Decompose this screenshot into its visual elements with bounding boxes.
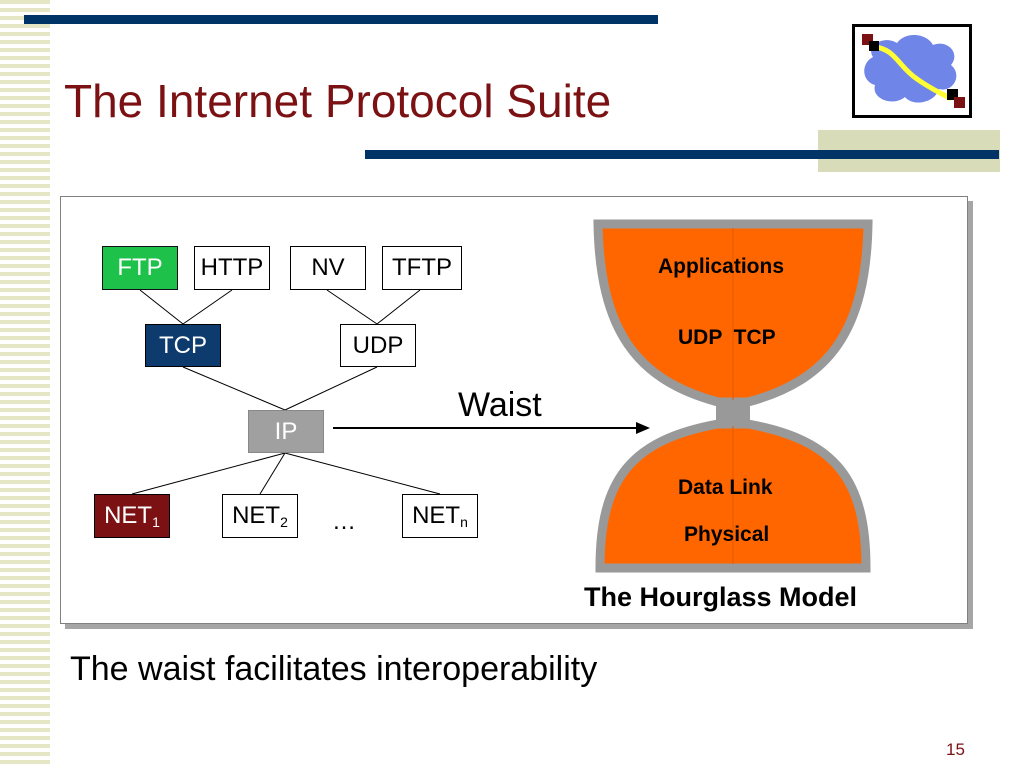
top-accent-bar bbox=[24, 15, 658, 24]
netn-subscript: n bbox=[460, 514, 468, 530]
net1-label: NET bbox=[104, 502, 153, 529]
hourglass-physical: Physical bbox=[684, 523, 770, 546]
net2-label: NET bbox=[232, 502, 281, 529]
page-number: 15 bbox=[946, 740, 965, 759]
waist-label: Waist bbox=[458, 386, 542, 424]
udp-box: UDP bbox=[340, 324, 416, 367]
network-cloud-logo bbox=[852, 24, 972, 118]
slide-title: The Internet Protocol Suite bbox=[64, 75, 612, 127]
nv-box: NV bbox=[290, 246, 366, 290]
netn-label: NET bbox=[412, 502, 461, 529]
net-ellipsis: … bbox=[332, 508, 356, 535]
ip-box: IP bbox=[248, 410, 324, 453]
bullet-text: The waist facilitates interoperability bbox=[70, 650, 598, 688]
decorative-stripes bbox=[0, 0, 50, 768]
hourglass-data-link: Data Link bbox=[678, 476, 773, 499]
tcp-box: TCP bbox=[145, 324, 221, 367]
net1-subscript: 1 bbox=[152, 514, 160, 530]
net2-subscript: 2 bbox=[280, 514, 288, 530]
hourglass-applications: Applications bbox=[658, 255, 785, 278]
tftp-box: TFTP bbox=[382, 246, 462, 290]
hourglass-udp-tcp: UDP TCP bbox=[678, 326, 776, 349]
hourglass-caption: The Hourglass Model bbox=[584, 582, 858, 612]
ftp-box: FTP bbox=[102, 246, 178, 290]
http-box: HTTP bbox=[194, 246, 270, 290]
title-underline-bar bbox=[365, 150, 999, 159]
